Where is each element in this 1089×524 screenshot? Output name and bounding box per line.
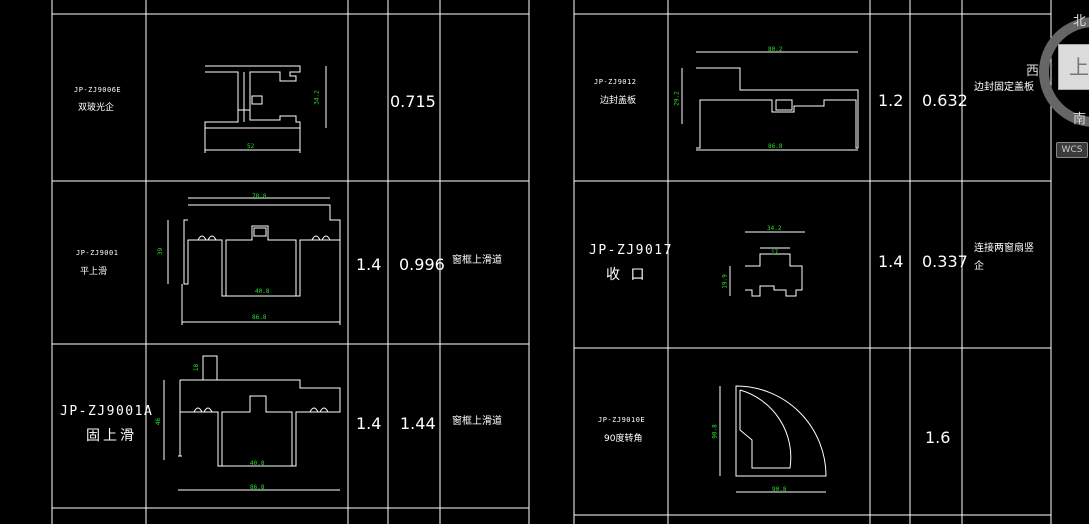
product-name: 平上滑	[80, 267, 108, 277]
dim-label: 40.8	[255, 288, 270, 295]
product-code: JP-ZJ9012	[594, 78, 637, 86]
product-name: 固上滑	[86, 428, 137, 444]
price-value: 1.44	[400, 414, 436, 433]
dim-label: 78.8	[252, 193, 267, 200]
dim-label: 86.8	[252, 314, 267, 321]
product-description: 窗框上滑道	[452, 416, 502, 427]
dim-label: 90.8	[711, 424, 719, 439]
price-value: 0.715	[390, 92, 436, 111]
dim-label: 40.8	[250, 460, 265, 467]
compass-west-label[interactable]: 西	[1026, 64, 1040, 79]
weight-value: 1.2	[878, 91, 904, 110]
product-description: 边封固定盖板	[974, 82, 1034, 93]
weight-value: 1.4	[878, 252, 904, 271]
price-value: 0.996	[399, 255, 445, 274]
wcs-menu-button[interactable]: WCS	[1056, 142, 1088, 158]
viewcube-top-face[interactable]: 上	[1058, 44, 1089, 90]
product-name: 收 口	[606, 267, 648, 283]
product-code: JP-ZJ9001A	[60, 404, 154, 419]
product-code: JP-ZJ9017	[589, 243, 673, 258]
dim-label: 90.8	[772, 486, 787, 493]
dim-label: 46	[155, 417, 163, 426]
dim-label: 17	[771, 249, 779, 256]
profile-drawing-9010e	[719, 385, 827, 493]
dim-label: 39	[157, 247, 165, 256]
viewcube-ring[interactable]	[1026, 14, 1089, 134]
price-value: 0.632	[922, 91, 968, 110]
dim-label: 19.9	[721, 274, 729, 289]
product-name: 90度转角	[604, 434, 643, 444]
product-code: JP-ZJ9001	[76, 249, 119, 257]
product-name: 边封盖板	[600, 96, 637, 106]
dim-label: 86.8	[768, 143, 783, 150]
dim-label: 34.2	[767, 225, 782, 232]
dim-label: 80.2	[768, 46, 783, 53]
product-description: 窗框上滑道	[452, 255, 502, 266]
profile-drawing-9017	[729, 231, 805, 297]
profile-drawing-9006e	[204, 65, 327, 153]
weight-value: 1.4	[356, 255, 382, 274]
product-code: JP-ZJ9010E	[598, 416, 646, 424]
product-name: 双玻光企	[78, 103, 115, 113]
compass-north-label[interactable]: 北	[1073, 14, 1087, 29]
dim-label: 52	[247, 143, 255, 150]
weight-value: 1.4	[356, 414, 382, 433]
table-grid	[51, 0, 1052, 524]
dim-label: 29.2	[673, 91, 681, 106]
profile-drawing-9012	[681, 51, 859, 151]
dim-label: 34.2	[313, 90, 321, 105]
profile-drawing-9001a	[163, 355, 341, 491]
profile-drawing-9001	[167, 197, 341, 325]
product-description: 连接两窗扇竖企	[974, 243, 1034, 272]
dim-label: 18	[193, 363, 201, 372]
product-code: JP-ZJ9006E	[74, 86, 122, 94]
price-value: 1.6	[925, 428, 951, 447]
compass-south-label[interactable]: 南	[1073, 112, 1087, 127]
dim-label: 86.8	[250, 484, 265, 491]
price-value: 0.337	[922, 252, 968, 271]
